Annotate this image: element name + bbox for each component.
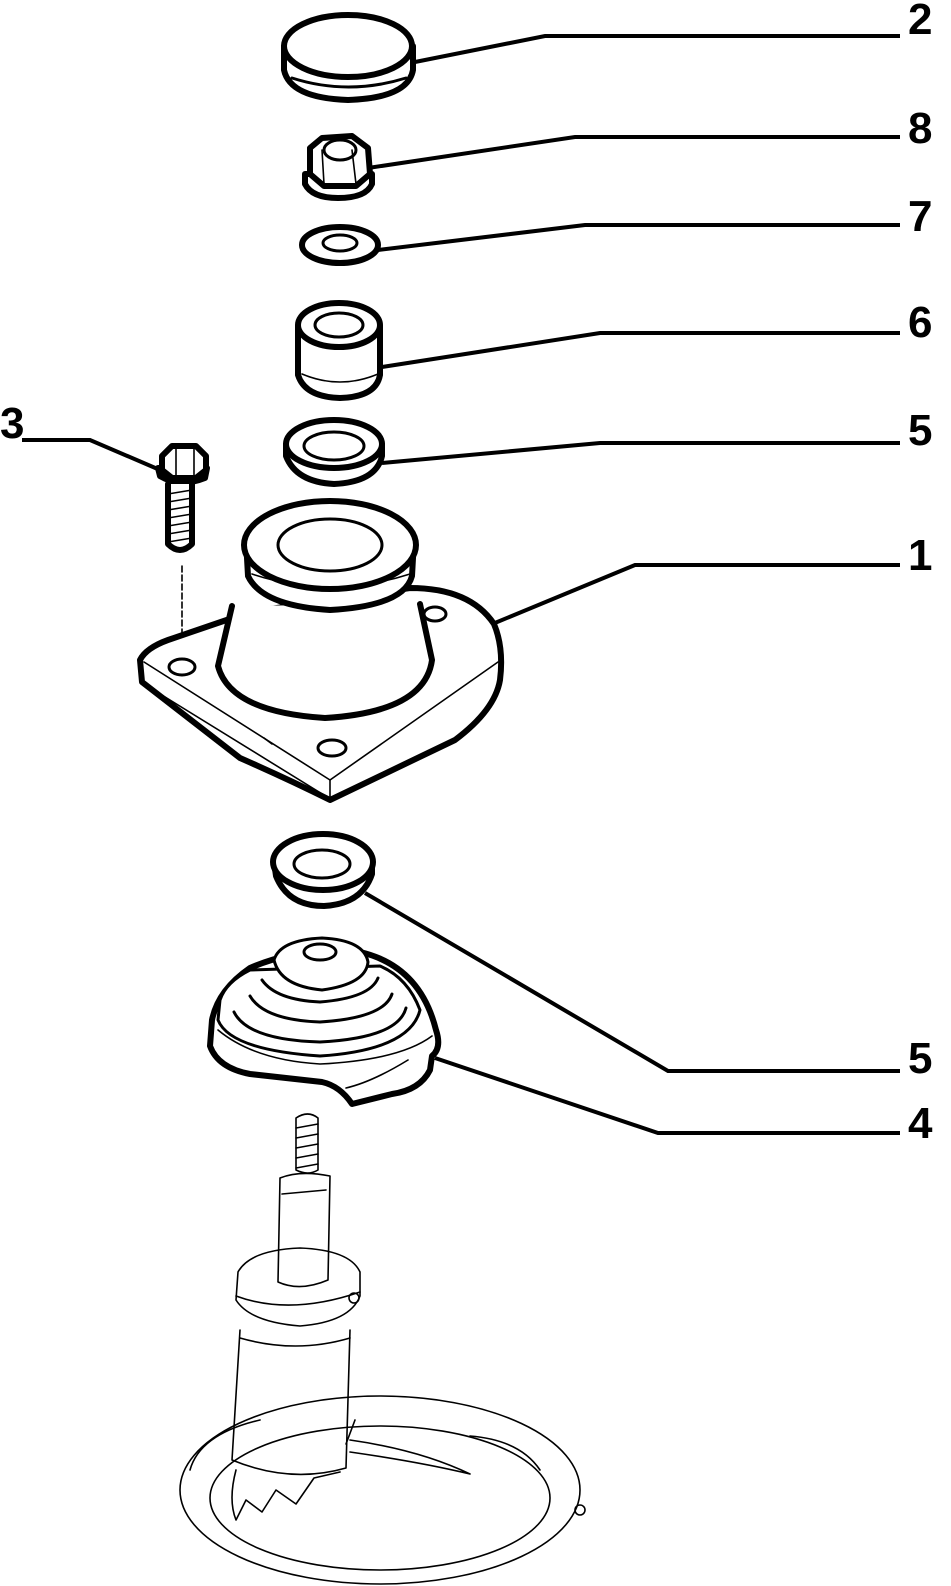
leader-6 (381, 331, 900, 369)
leader-1 (489, 563, 900, 627)
leader-4 (434, 1056, 900, 1135)
part-nut (302, 133, 375, 201)
part-seat (207, 936, 442, 1107)
shock-absorber (179, 1113, 586, 1585)
leader-8 (367, 135, 900, 170)
part-ring-upper (283, 417, 385, 487)
part-washer (299, 224, 381, 266)
leader-lines (22, 34, 900, 1135)
callout-3: 3 (0, 399, 24, 448)
leader-7 (377, 223, 900, 252)
callout-6: 6 (908, 298, 932, 347)
leader-2 (414, 34, 900, 64)
callout-8: 8 (908, 104, 932, 153)
callout-1: 1 (908, 531, 932, 580)
part-spacer (295, 300, 383, 401)
part-mount (137, 498, 505, 803)
callout-labels: 2 8 7 6 5 3 1 5 4 (0, 0, 933, 1148)
leader-3 (22, 438, 161, 472)
callout-5-upper: 5 (908, 406, 932, 455)
callout-7: 7 (908, 192, 932, 241)
part-cap (281, 12, 416, 103)
leader-5a (381, 441, 900, 465)
callout-2: 2 (908, 0, 932, 44)
part-ring-lower (270, 831, 376, 909)
leader-5b (363, 891, 900, 1073)
callout-5-lower: 5 (908, 1034, 932, 1083)
callout-4: 4 (908, 1099, 933, 1148)
